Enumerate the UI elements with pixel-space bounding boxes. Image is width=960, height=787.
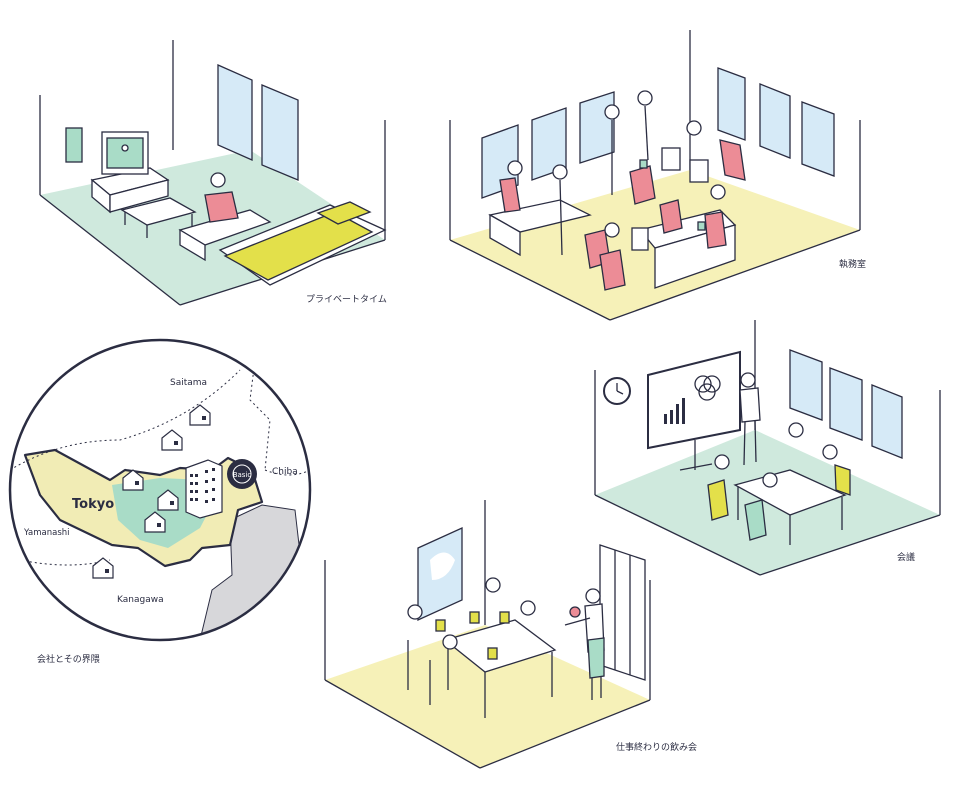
caption-meeting: 会議 <box>897 553 916 563</box>
caption-office: 執務室 <box>839 260 867 270</box>
beer-mugs <box>435 611 510 660</box>
after-work-scene <box>324 500 651 769</box>
meeting-windows <box>789 349 903 459</box>
venn-diagram-icon <box>694 375 721 401</box>
private-windows <box>217 64 299 181</box>
caption-private-time: プライベートタイム <box>306 295 387 305</box>
map-label-kanagawa: Kanagawa <box>117 595 164 605</box>
wall-picture <box>65 127 83 163</box>
bar-chart-icon <box>664 398 685 424</box>
office-scene <box>449 30 861 321</box>
clock-icon <box>603 377 631 405</box>
basic-logo <box>227 459 257 489</box>
map-label-yamanashi: Yamanashi <box>23 528 70 538</box>
caption-after-work: 仕事終わりの飲み会 <box>616 743 698 753</box>
logo-text: Basic <box>233 471 252 479</box>
map-label-chiba: Chiba <box>272 467 298 477</box>
pub-table <box>443 619 557 673</box>
whiteboard <box>647 350 741 450</box>
coffee-table <box>120 197 197 226</box>
company-area-map: Basic Saitama Chiba Tokyo Yamanashi Kana… <box>8 338 312 642</box>
map-label-tokyo: Tokyo <box>72 497 114 512</box>
map-label-saitama: Saitama <box>170 378 207 388</box>
office-chairs <box>499 139 746 291</box>
meeting-scene <box>594 320 941 576</box>
noren-curtain <box>599 544 646 681</box>
caption-company-area: 会社とその界隈 <box>37 655 100 665</box>
office-people <box>507 90 726 238</box>
private-time-scene <box>39 40 387 306</box>
office-windows <box>481 67 835 199</box>
office-building-icon <box>185 459 223 519</box>
